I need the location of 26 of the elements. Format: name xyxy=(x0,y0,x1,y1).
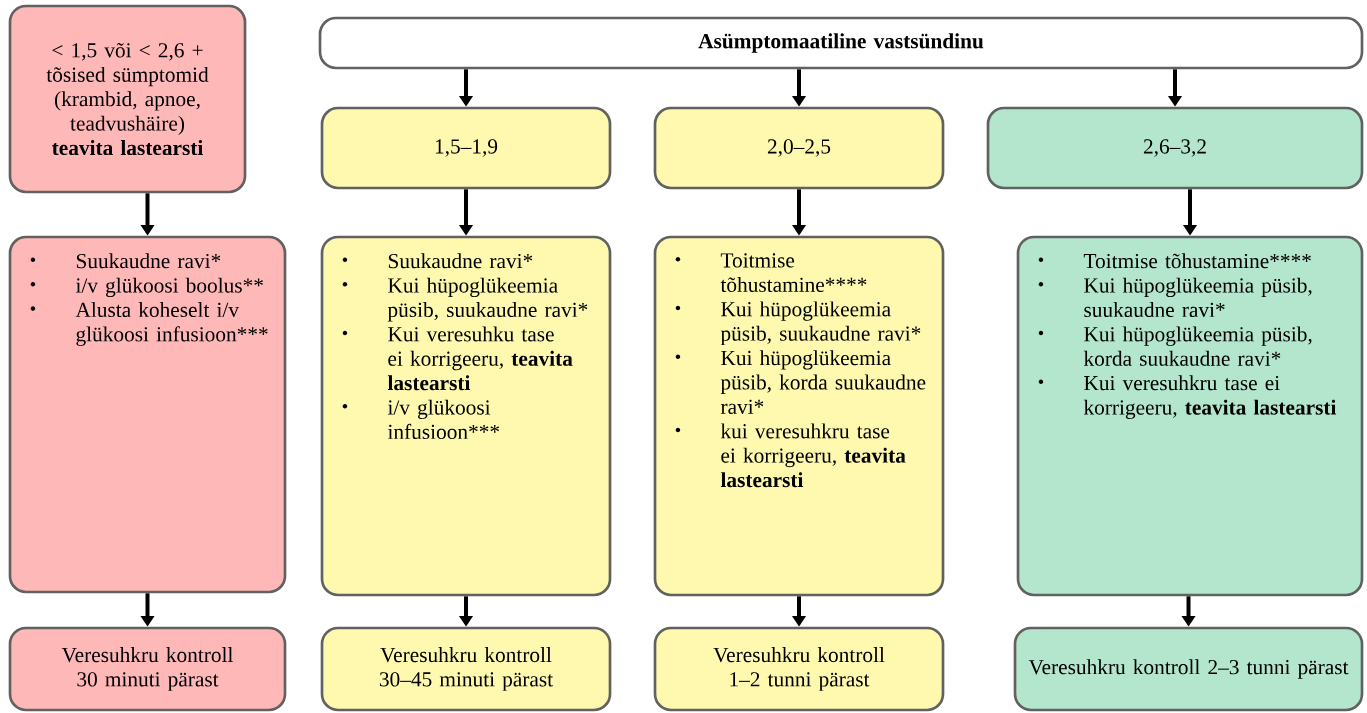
bullet-item: Kui hüpoglükeemia püsib, suukaudne ravi* xyxy=(1038,277,1312,318)
range-box: 2,0–2,5 xyxy=(653,106,945,190)
range-box: 1,5–1,9 xyxy=(320,106,612,190)
bullet-item: kui veresuhkru tase ei korrigeeru, teavita lastearsti xyxy=(675,423,906,488)
bullet-item: Alusta koheselt i/v glükoosi infusioon*** xyxy=(30,302,268,346)
bullet-item: Kui hüpoglükeemia püsib, suukaudne ravi* xyxy=(342,277,588,322)
bullet-item: Toitmise tõhustamine**** xyxy=(675,253,867,292)
bullet-item: i/v glükoosi boolus** xyxy=(30,277,263,298)
followup-box: Veresuhkru kontroll 2–3 tunni pärast xyxy=(1013,626,1364,712)
action-list-box xyxy=(8,235,287,594)
action-list-box xyxy=(1016,235,1364,597)
followup-box: Veresuhkru kontroll 1–2 tunni pärast xyxy=(653,626,945,712)
bullet-item: i/v glükoosi infusioon*** xyxy=(342,399,500,440)
bullet-item: Suukaudne ravi* xyxy=(342,253,533,269)
bullet-item: Toitmise tõhustamine**** xyxy=(1038,253,1311,269)
bullet-item: Kui veresuhkru tase ei korrigeeru, teavita lastearsti xyxy=(1038,375,1337,420)
action-list-box xyxy=(653,235,945,597)
followup-box: Veresuhkru kontroll 30 minuti pärast xyxy=(8,626,287,712)
bullet-item: Kui hüpoglükeemia püsib, suukaudne ravi* xyxy=(675,301,921,346)
header-box: Asümptomaatiline vastsündinu xyxy=(318,16,1364,70)
bullet-item: Kui hüpoglükeemia püsib, korda suukaudne ravi* xyxy=(1038,326,1312,366)
bullet-item: Suukaudne ravi* xyxy=(30,253,221,269)
action-list-box xyxy=(320,235,612,597)
followup-box: Veresuhkru kontroll 30–45 minuti pärast xyxy=(320,626,612,712)
alert-box: < 1,5 või < 2,6 + tõsised sümptomid (krambid, apnoe, teadvushäire) teavita lastearsti xyxy=(8,4,247,194)
range-box: 2,6–3,2 xyxy=(986,106,1364,190)
